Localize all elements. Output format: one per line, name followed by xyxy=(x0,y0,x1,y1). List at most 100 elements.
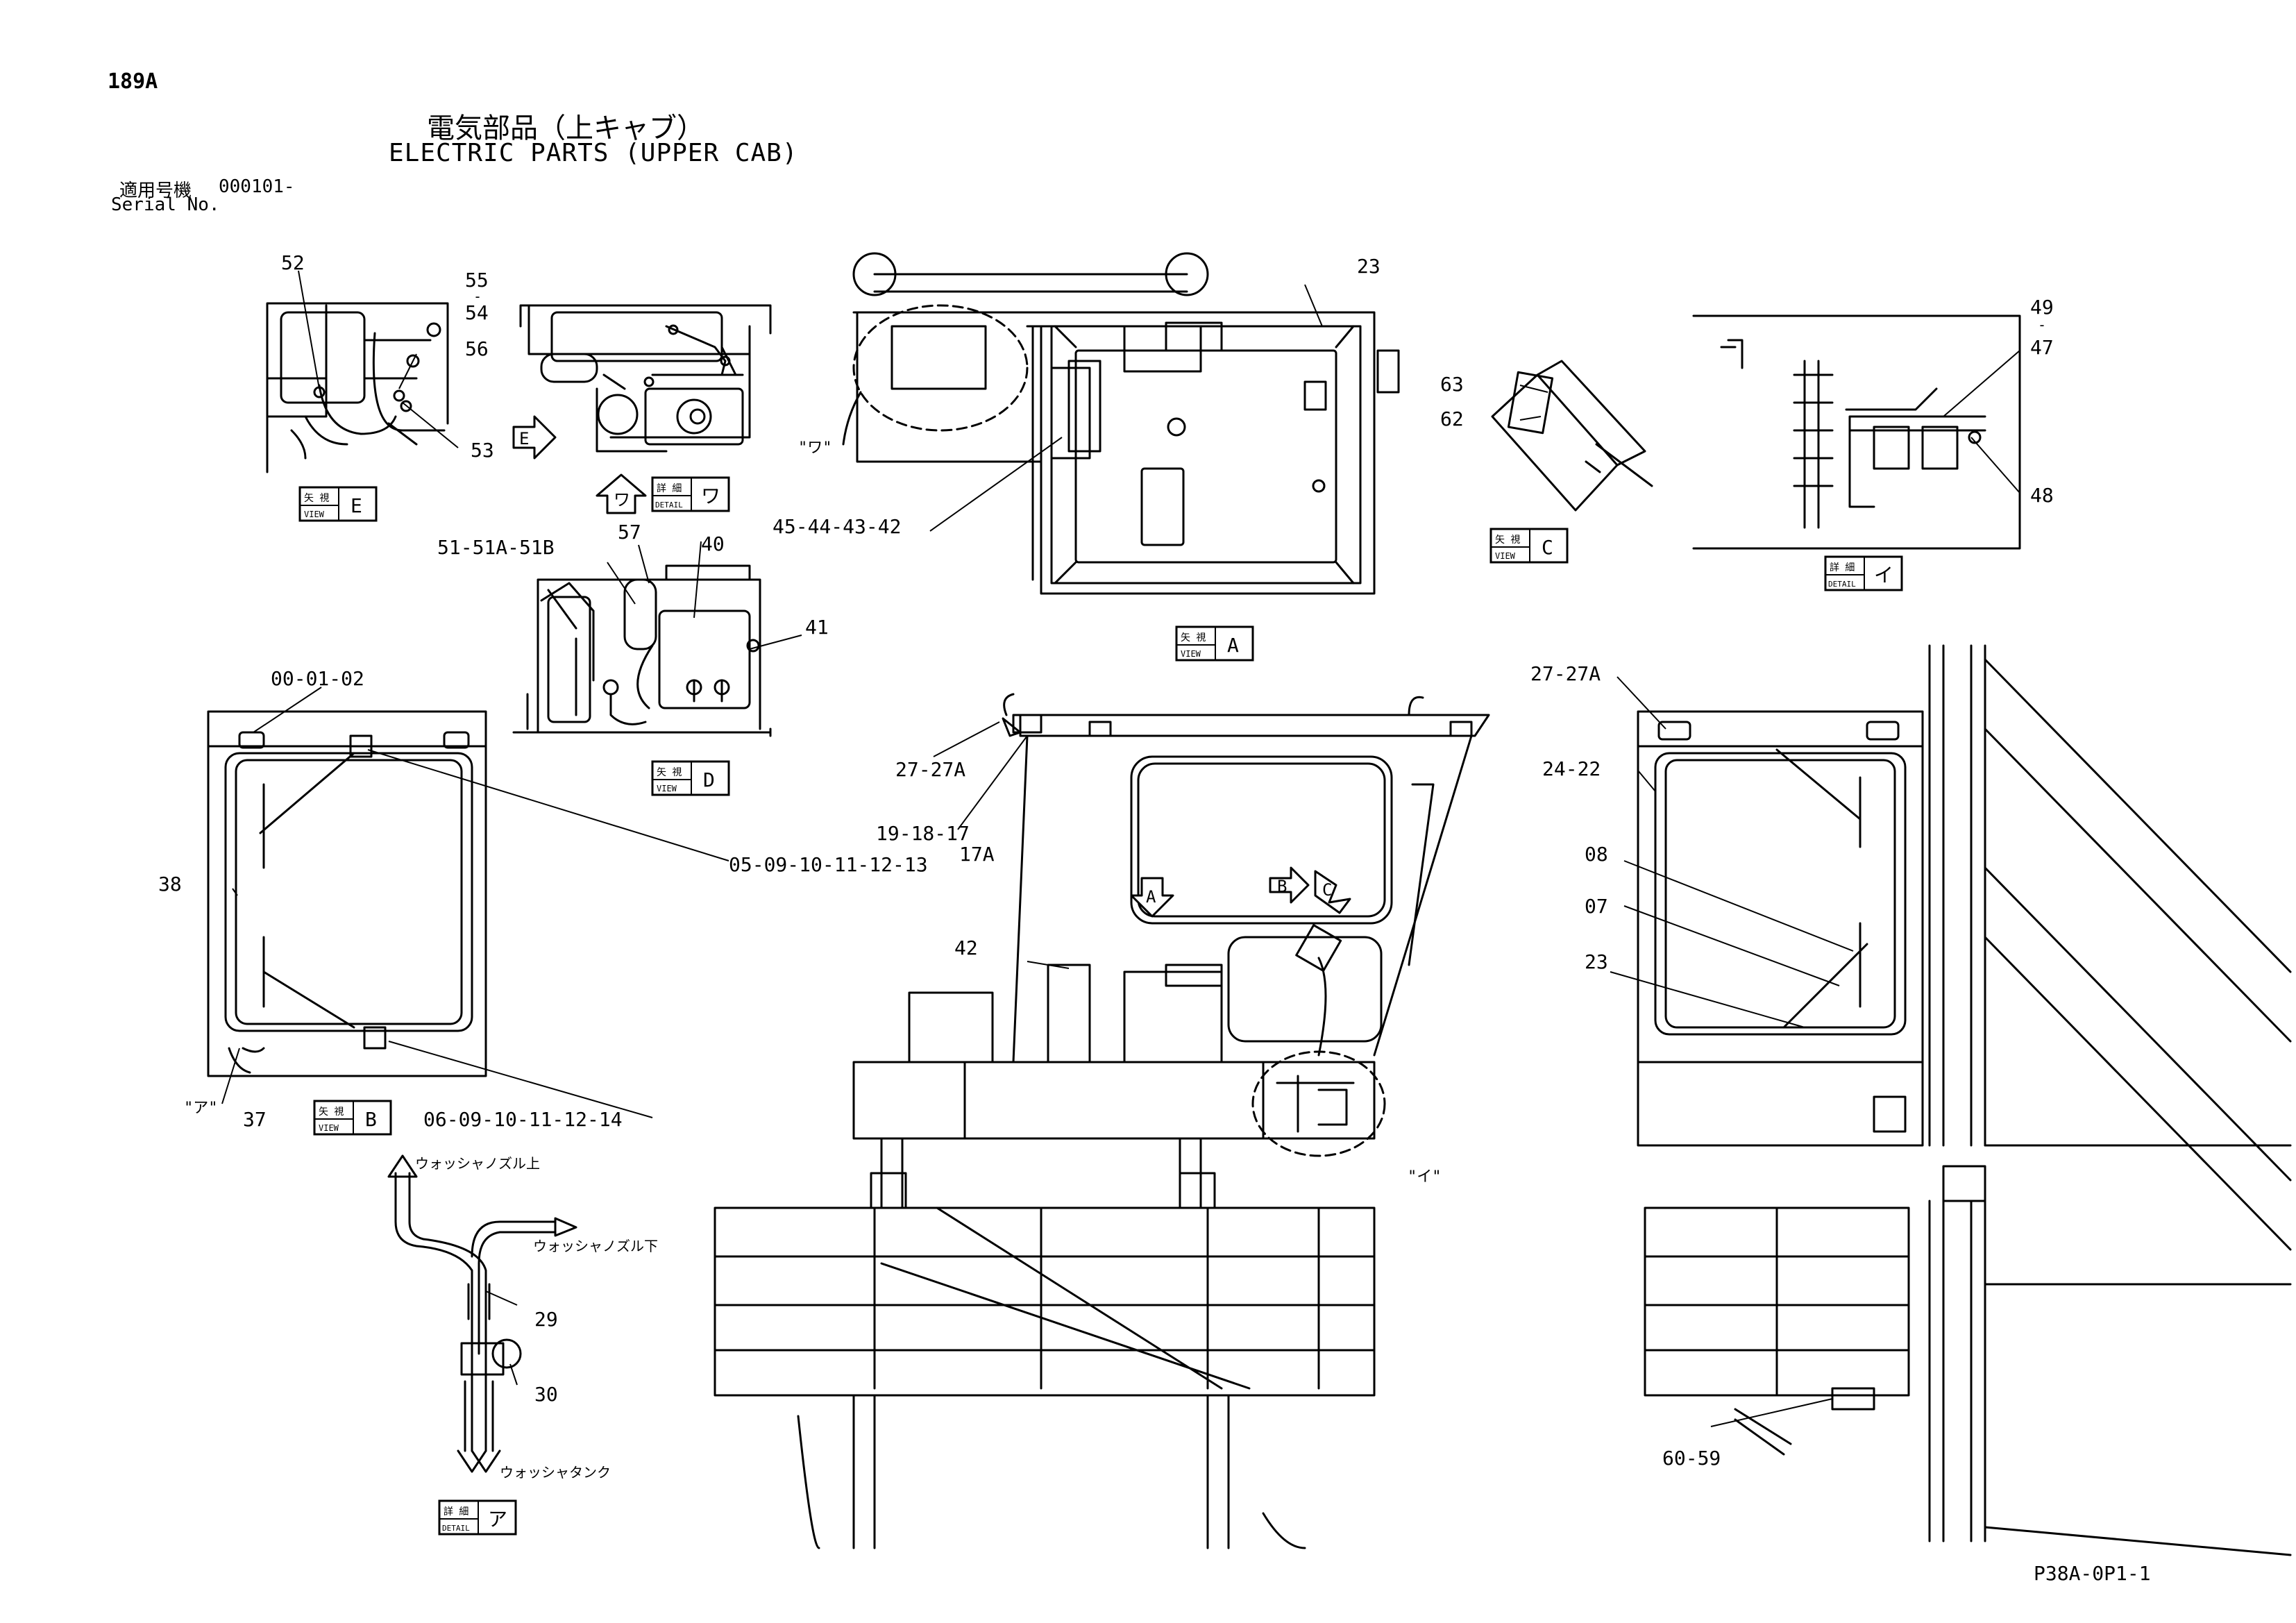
view-d-tag: 矢 視 VIEW D xyxy=(651,760,730,796)
svg-text:詳 細: 詳 細 xyxy=(1830,562,1855,573)
callout-42-mid: 42 xyxy=(954,936,978,959)
detail-a-drawing xyxy=(387,1154,577,1473)
arrow-b-letter: B xyxy=(1277,877,1287,896)
view-b-tag: 矢 視 VIEW B xyxy=(313,1100,392,1136)
callout-62: 62 xyxy=(1440,407,1464,430)
svg-text:DETAIL: DETAIL xyxy=(442,1524,470,1533)
view-e-drawing xyxy=(266,302,449,473)
right-cab-drawing xyxy=(1637,644,2292,1556)
svg-text:VIEW: VIEW xyxy=(304,510,325,519)
callout-41: 41 xyxy=(805,616,829,639)
callout-51-51a-51b: 51-51A-51B xyxy=(437,536,555,559)
callout-05-09-10-11-12-13: 05-09-10-11-12-13 xyxy=(729,853,928,876)
callout-37: 37 xyxy=(243,1108,267,1131)
view-d-drawing xyxy=(512,564,772,737)
washer-nozzle-upper-label: ウォッシャノズル上 xyxy=(415,1155,540,1172)
detail-i-tag: 詳 細 DETAIL イ xyxy=(1824,555,1903,591)
view-b-drawing xyxy=(207,710,487,1077)
callout-23-right: 23 xyxy=(1585,950,1608,973)
svg-text:DETAIL: DETAIL xyxy=(1828,580,1856,589)
view-a-tag: 矢 視 VIEW A xyxy=(1175,625,1254,662)
callout-56: 56 xyxy=(465,337,489,360)
callout-17a: 17A xyxy=(959,843,995,866)
svg-text:VIEW: VIEW xyxy=(319,1123,339,1133)
svg-text:詳 細: 詳 細 xyxy=(444,1506,469,1517)
callout-29: 29 xyxy=(534,1308,558,1331)
drawing-code: P38A-0P1-1 xyxy=(2034,1562,2151,1585)
callout-06-09-10-11-12-14: 06-09-10-11-12-14 xyxy=(423,1108,623,1131)
main-cab-drawing xyxy=(714,693,1490,1549)
view-a-drawing xyxy=(842,252,1400,595)
svg-text:DETAIL: DETAIL xyxy=(655,501,683,510)
svg-text:E: E xyxy=(351,494,362,517)
detail-i-drawing xyxy=(1692,314,2021,550)
callout-49: 49 xyxy=(2030,296,2054,319)
title-japanese: 電気部品（上キャブ） xyxy=(427,112,704,144)
callout-24-22: 24-22 xyxy=(1542,757,1601,780)
svg-text:矢 視: 矢 視 xyxy=(657,767,682,778)
svg-text:A: A xyxy=(1227,634,1239,657)
mark-wa: "ワ" xyxy=(798,439,832,457)
view-c-tag: 矢 視 VIEW C xyxy=(1489,528,1569,564)
callout-00-01-02: 00-01-02 xyxy=(271,667,364,690)
callout-55: 55 xyxy=(465,269,489,292)
svg-text:VIEW: VIEW xyxy=(1495,551,1516,561)
callout-23-top: 23 xyxy=(1357,255,1381,278)
callout-30: 30 xyxy=(534,1383,558,1406)
callout-45-44-43-42: 45-44-43-42 xyxy=(773,515,901,538)
washer-nozzle-lower-label: ウォッシャノズル下 xyxy=(533,1238,658,1254)
svg-text:矢 視: 矢 視 xyxy=(319,1107,344,1118)
leader-lines xyxy=(221,270,2020,1427)
svg-text:ア: ア xyxy=(488,1508,507,1531)
view-c-drawing xyxy=(1491,360,1653,512)
callout-54: 54 xyxy=(465,301,489,324)
callout-47: 47 xyxy=(2030,336,2054,359)
detail-wa-tag: 詳 細 DETAIL ワ xyxy=(651,476,730,512)
svg-text:VIEW: VIEW xyxy=(1181,649,1201,659)
svg-text:詳 細: 詳 細 xyxy=(657,483,682,494)
svg-text:ワ: ワ xyxy=(701,485,720,507)
callout-27-27a-right: 27-27A xyxy=(1530,662,1601,685)
svg-text:VIEW: VIEW xyxy=(657,784,677,793)
callout-40: 40 xyxy=(701,532,725,555)
detail-wa-drawing xyxy=(519,304,772,453)
svg-text:C: C xyxy=(1542,536,1553,559)
callout-48: 48 xyxy=(2030,484,2054,507)
callout-08: 08 xyxy=(1585,843,1608,866)
arrow-c-letter: C xyxy=(1322,880,1332,900)
part-callouts: 52 55 - 54 56 53 23 45-44-43-42 63 62 49… xyxy=(158,251,2054,1470)
mark-a: "ア" xyxy=(184,1100,218,1117)
callout-27-27a-mid: 27-27A xyxy=(895,758,965,781)
callout-49-separator: - xyxy=(2038,317,2046,333)
view-e-tag: 矢 視 VIEW E xyxy=(298,486,378,522)
svg-text:D: D xyxy=(703,768,715,791)
serial-label-japanese: 適用号機 xyxy=(119,180,192,201)
callout-63: 63 xyxy=(1440,373,1464,396)
svg-text:B: B xyxy=(365,1108,377,1131)
callout-52: 52 xyxy=(281,251,305,274)
svg-text:矢 視: 矢 視 xyxy=(1181,632,1206,644)
callout-07: 07 xyxy=(1585,895,1608,918)
callout-60-59: 60-59 xyxy=(1662,1447,1721,1470)
svg-text:矢 視: 矢 視 xyxy=(304,493,329,504)
callout-19-18-17: 19-18-17 xyxy=(876,822,970,845)
callout-53: 53 xyxy=(471,439,494,462)
serial-range: 000101- xyxy=(219,176,295,197)
serial-label-english: Serial No. xyxy=(111,194,220,215)
mark-i: "イ" xyxy=(1408,1168,1442,1186)
title-english: ELECTRIC PARTS (UPPER CAB) xyxy=(389,139,798,167)
detail-a-tag: 詳 細 DETAIL ア xyxy=(438,1499,517,1536)
arrow-wa-letter: ワ xyxy=(614,490,630,510)
callout-55-separator: - xyxy=(473,288,482,305)
arrow-e-letter: E xyxy=(519,429,529,448)
page-number: 189A xyxy=(108,69,158,94)
svg-text:矢 視: 矢 視 xyxy=(1495,535,1520,546)
callout-38: 38 xyxy=(158,873,182,895)
svg-text:イ: イ xyxy=(1874,564,1893,587)
washer-tank-label: ウォッシャタンク xyxy=(500,1464,611,1481)
arrow-a-letter: A xyxy=(1146,887,1156,907)
callout-57: 57 xyxy=(618,521,641,544)
direction-arrows xyxy=(512,415,1351,918)
view-tags: 矢 視 VIEW E 詳 細 DETAIL ワ 矢 視 VIEW A 矢 視 V… xyxy=(298,476,1903,1536)
